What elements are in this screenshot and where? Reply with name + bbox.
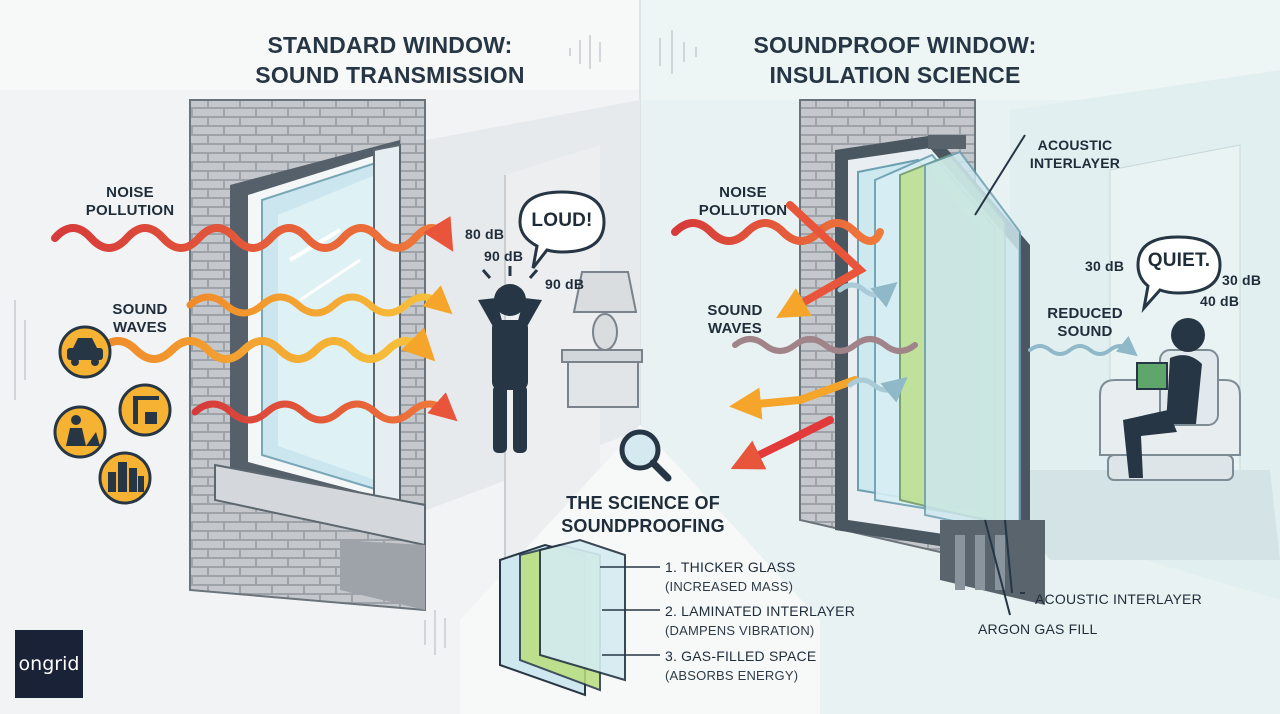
sound-wave-decoration <box>14 30 697 655</box>
left-waves-line1: SOUND <box>112 301 168 318</box>
right-db-reading-1: 30 dB <box>1085 258 1125 274</box>
glass-layers-diagram <box>499 538 660 697</box>
brand-logo[interactable]: ongrid <box>15 630 83 698</box>
argon-gas-callout: ARGON GAS FILL <box>978 621 1098 637</box>
right-title: SOUNDPROOF WINDOW: INSULATION SCIENCE <box>715 30 1075 90</box>
right-interlayer-callout: ACOUSTIC INTERLAYER <box>1020 136 1130 172</box>
worker-icon <box>53 405 107 459</box>
science-item-1-sub: (INCREASED MASS) <box>665 579 794 594</box>
bottom-interlayer-callout: ACOUSTIC INTERLAYER <box>1035 591 1202 607</box>
right-noise-line2: POLLUTION <box>698 202 788 219</box>
science-item-3: 3. GAS-FILLED SPACE (ABSORBS ENERGY) <box>665 647 816 685</box>
car-icon <box>58 325 112 379</box>
right-waves-line2: WAVES <box>707 320 763 337</box>
left-title-line1: STANDARD WINDOW: <box>267 32 513 58</box>
left-db-reading-1: 80 dB <box>465 226 505 242</box>
magnifier-icon <box>619 429 672 482</box>
city-icon <box>98 451 152 505</box>
left-title: STANDARD WINDOW: SOUND TRANSMISSION <box>225 30 555 90</box>
left-waves-label: SOUND WAVES <box>95 301 185 337</box>
brand-logo-text: ongrid <box>18 653 80 675</box>
science-item-2: 2. LAMINATED INTERLAYER (DAMPENS VIBRATI… <box>665 602 855 640</box>
science-title: THE SCIENCE OF SOUNDPROOFING <box>548 492 738 538</box>
right-title-line1: SOUNDPROOF WINDOW: <box>753 32 1037 58</box>
reading-person-figure <box>1123 318 1205 478</box>
science-item-3-sub: (ABSORBS ENERGY) <box>665 668 799 683</box>
window-frame-base <box>940 520 1045 605</box>
right-noise-label: NOISE POLLUTION <box>688 184 798 220</box>
right-interlayer-line1: ACOUSTIC <box>1037 137 1113 153</box>
science-item-3-label: 3. GAS-FILLED SPACE <box>665 648 817 664</box>
right-db-reading-3: 40 dB <box>1200 293 1240 309</box>
reduced-line1: REDUCED <box>1047 305 1123 322</box>
speech-bubble-loud <box>518 190 606 269</box>
right-title-line2: INSULATION SCIENCE <box>769 62 1021 88</box>
reduced-line2: SOUND <box>1057 323 1113 340</box>
right-interlayer-line2: INTERLAYER <box>1029 155 1121 171</box>
left-db-reading-2: 90 dB <box>484 248 524 264</box>
loud-bubble-text: LOUD! <box>531 210 593 231</box>
left-db-reading-3: 90 dB <box>545 276 585 292</box>
left-title-line2: SOUND TRANSMISSION <box>255 62 525 88</box>
right-waves-line1: SOUND <box>707 302 763 319</box>
science-title-line2: SOUNDPROOFING <box>561 516 725 536</box>
left-waves-line2: WAVES <box>112 319 168 336</box>
speech-bubble-quiet <box>1136 235 1222 313</box>
quiet-bubble-text: QUIET. <box>1147 250 1211 271</box>
science-item-2-sub: (DAMPENS VIBRATION) <box>665 623 815 638</box>
stressed-person-figure <box>478 266 542 453</box>
left-noise-line1: NOISE <box>106 184 154 201</box>
science-item-1: 1. THICKER GLASS (INCREASED MASS) <box>665 558 796 596</box>
right-db-reading-2: 30 dB <box>1222 272 1262 288</box>
right-noise-line1: NOISE <box>719 184 767 201</box>
lamp-icon <box>561 271 643 408</box>
crane-icon <box>118 383 172 437</box>
left-noise-line2: POLLUTION <box>85 202 175 219</box>
left-noise-label: NOISE POLLUTION <box>75 184 185 220</box>
reduced-sound-label: REDUCED SOUND <box>1030 305 1140 341</box>
right-waves-label: SOUND WAVES <box>690 302 780 338</box>
science-item-2-label: 2. LAMINATED INTERLAYER <box>665 603 856 619</box>
science-item-1-label: 1. THICKER GLASS <box>665 559 796 575</box>
science-title-line1: THE SCIENCE OF <box>566 493 720 513</box>
